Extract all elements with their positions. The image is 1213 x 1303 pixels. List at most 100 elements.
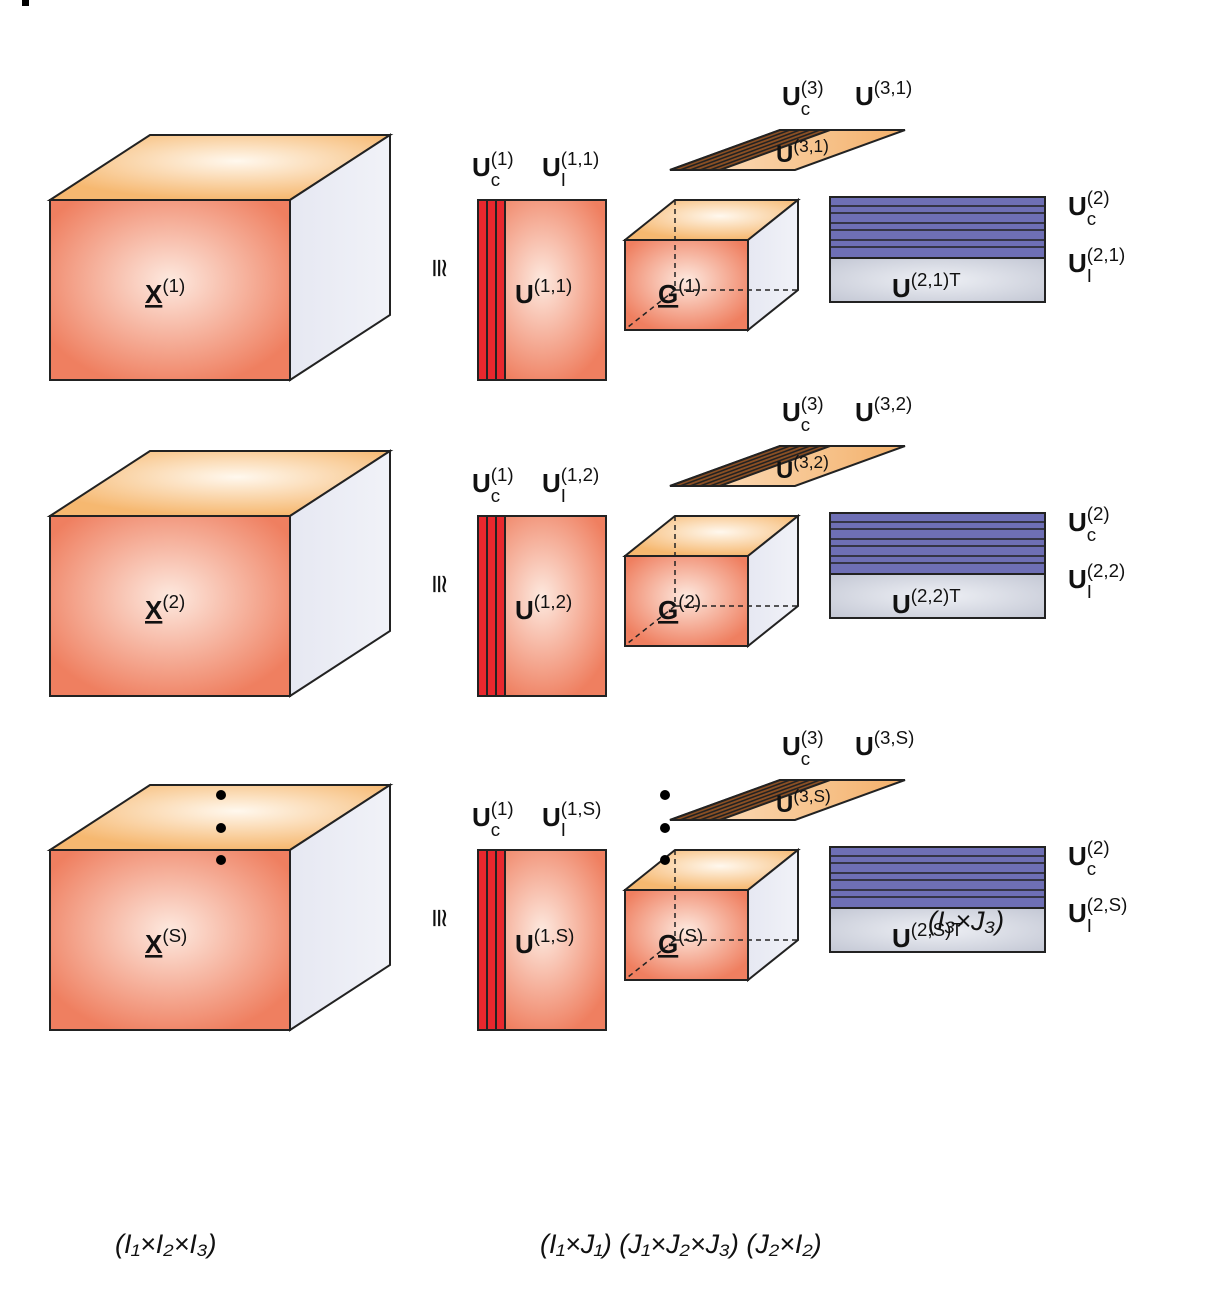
u2-individual-label-sub: I	[1087, 581, 1092, 602]
u3-common-label-sup: (3)	[801, 393, 824, 414]
stripe-line	[709, 779, 821, 821]
tensor-x-cube: X(2)	[46, 449, 394, 698]
factor-matrix-u1: U(1,1)	[477, 199, 607, 381]
factor-matrix-u3: U(3,1)	[669, 129, 906, 171]
core-g-label-sup: (1)	[678, 275, 701, 296]
u3-individual-label-base: U	[855, 731, 874, 761]
u1-common-label: U(1)	[472, 798, 514, 832]
u1-common-stripes	[477, 849, 506, 1031]
u2-body-label-sup: (2,1)T	[911, 269, 961, 290]
u1-body-label-sup: (1,1)	[534, 275, 572, 296]
u2-common-stripes	[829, 846, 1046, 909]
u1-individual-label-sub: I	[561, 485, 566, 506]
u3-common-label-sup: (3)	[801, 727, 824, 748]
u1-common-label: U(1)	[472, 464, 514, 498]
u3-body-label: U(3,2)	[776, 452, 829, 484]
u3-common-stripes	[669, 779, 831, 821]
tensor-x-label-base: X	[145, 279, 163, 309]
cube-front	[49, 199, 291, 381]
u3-body-label-base: U	[776, 457, 793, 484]
core-tensor-g: G(1)	[622, 197, 801, 333]
u2-body-label: U(2,2)T	[892, 585, 961, 619]
u3-common-label-sup: (3)	[801, 77, 824, 98]
approx-equal-symbol: ≅	[425, 573, 455, 595]
u2-common-label-base: U	[1068, 191, 1087, 221]
u1-common-label-sub: c	[491, 169, 500, 190]
dot	[216, 790, 226, 800]
u1-common-stripes	[477, 515, 506, 697]
tensor-x-label-sup: (1)	[162, 275, 185, 296]
factor-matrix-u1: U(1,2)	[477, 515, 607, 697]
u3-body-label-base: U	[776, 141, 793, 168]
approx-equal-symbol: ≅	[425, 257, 455, 279]
cube-front	[624, 239, 749, 331]
u2-common-label: U(2)	[1068, 187, 1110, 221]
hidden-edge	[627, 939, 676, 978]
dot	[660, 823, 670, 833]
core-g-label-sup: (S)	[678, 925, 703, 946]
u2-common-label-base: U	[1068, 841, 1087, 871]
core-tensor-g: G(S)	[622, 847, 801, 983]
u2-body-label-base: U	[892, 923, 911, 953]
u2-individual-label: U(2,1)	[1068, 244, 1125, 278]
stripe-line	[679, 445, 791, 487]
stripe-line	[709, 129, 821, 171]
approx-equal-symbol: ≅	[425, 907, 455, 929]
stripe-line	[689, 445, 801, 487]
u3-common-label-sub: c	[801, 98, 810, 119]
u1-individual-label: U(1,2)	[542, 464, 599, 498]
u2-common-label-sub: c	[1087, 208, 1096, 229]
u2-body-label: U(2,S)T	[892, 919, 963, 953]
u3-individual-label: U(3,S)	[855, 727, 914, 761]
u1-individual-label-sup: (1,2)	[561, 464, 599, 485]
tensor-x-cube: X(S)	[46, 783, 394, 1032]
u3-common-label-base: U	[782, 397, 801, 427]
u3-individual-label: U(3,1)	[855, 77, 912, 111]
factor-matrix-u1: U(1,S)	[477, 849, 607, 1031]
factor-matrix-u2: U(2,1)T	[829, 196, 1046, 303]
u3-common-stripes	[669, 445, 831, 487]
u1-common-stripes	[477, 199, 506, 381]
u3-individual-label-sup: (3,2)	[874, 393, 912, 414]
u2-common-label-sup: (2)	[1087, 837, 1110, 858]
panel-marker	[22, 0, 29, 6]
u2-individual-label-base: U	[1068, 898, 1087, 928]
cube-front	[624, 889, 749, 981]
u2-common-label-base: U	[1068, 507, 1087, 537]
u2-common-stripes	[829, 512, 1046, 575]
stripe-line	[699, 129, 811, 171]
u1-individual-label: U(1,1)	[542, 148, 599, 182]
u1-common-label-base: U	[472, 802, 491, 832]
u1-common-label-sub: c	[491, 485, 500, 506]
core-g-label-base: G	[658, 595, 678, 625]
u1-body-label-base: U	[515, 279, 534, 309]
u1-body-label: U(1,2)	[515, 591, 572, 625]
u2-common-label-sub: c	[1087, 524, 1096, 545]
u3-common-label-sub: c	[801, 748, 810, 769]
u1-body-label: U(1,S)	[515, 925, 574, 959]
u2-common-label-sub: c	[1087, 858, 1096, 879]
u1-individual-label: U(1,S)	[542, 798, 601, 832]
u1-individual-label-sup: (1,1)	[561, 148, 599, 169]
u2-individual-label: U(2,2)	[1068, 560, 1125, 594]
u3-common-label: U(3)	[782, 727, 824, 761]
u1-individual-label-base: U	[542, 152, 561, 182]
cube-front	[49, 849, 291, 1031]
u2-individual-part	[829, 573, 1046, 619]
u2-individual-label-sup: (2,1)	[1087, 244, 1125, 265]
u3-body-label: U(3,S)	[776, 786, 831, 818]
cube-front	[624, 555, 749, 647]
stripe-line	[699, 445, 811, 487]
u3-individual-label-sup: (3,S)	[874, 727, 915, 748]
hidden-edge	[627, 289, 676, 328]
u2-individual-label-base: U	[1068, 564, 1087, 594]
ellipsis-right	[660, 790, 670, 865]
u2-common-label-sup: (2)	[1087, 503, 1110, 524]
u2-body-label-sup: (2,S)T	[911, 919, 963, 940]
u3-body-label-sup: (3,S)	[793, 786, 830, 806]
core-g-label: G(S)	[658, 925, 703, 959]
u1-individual-label-sub: I	[561, 169, 566, 190]
